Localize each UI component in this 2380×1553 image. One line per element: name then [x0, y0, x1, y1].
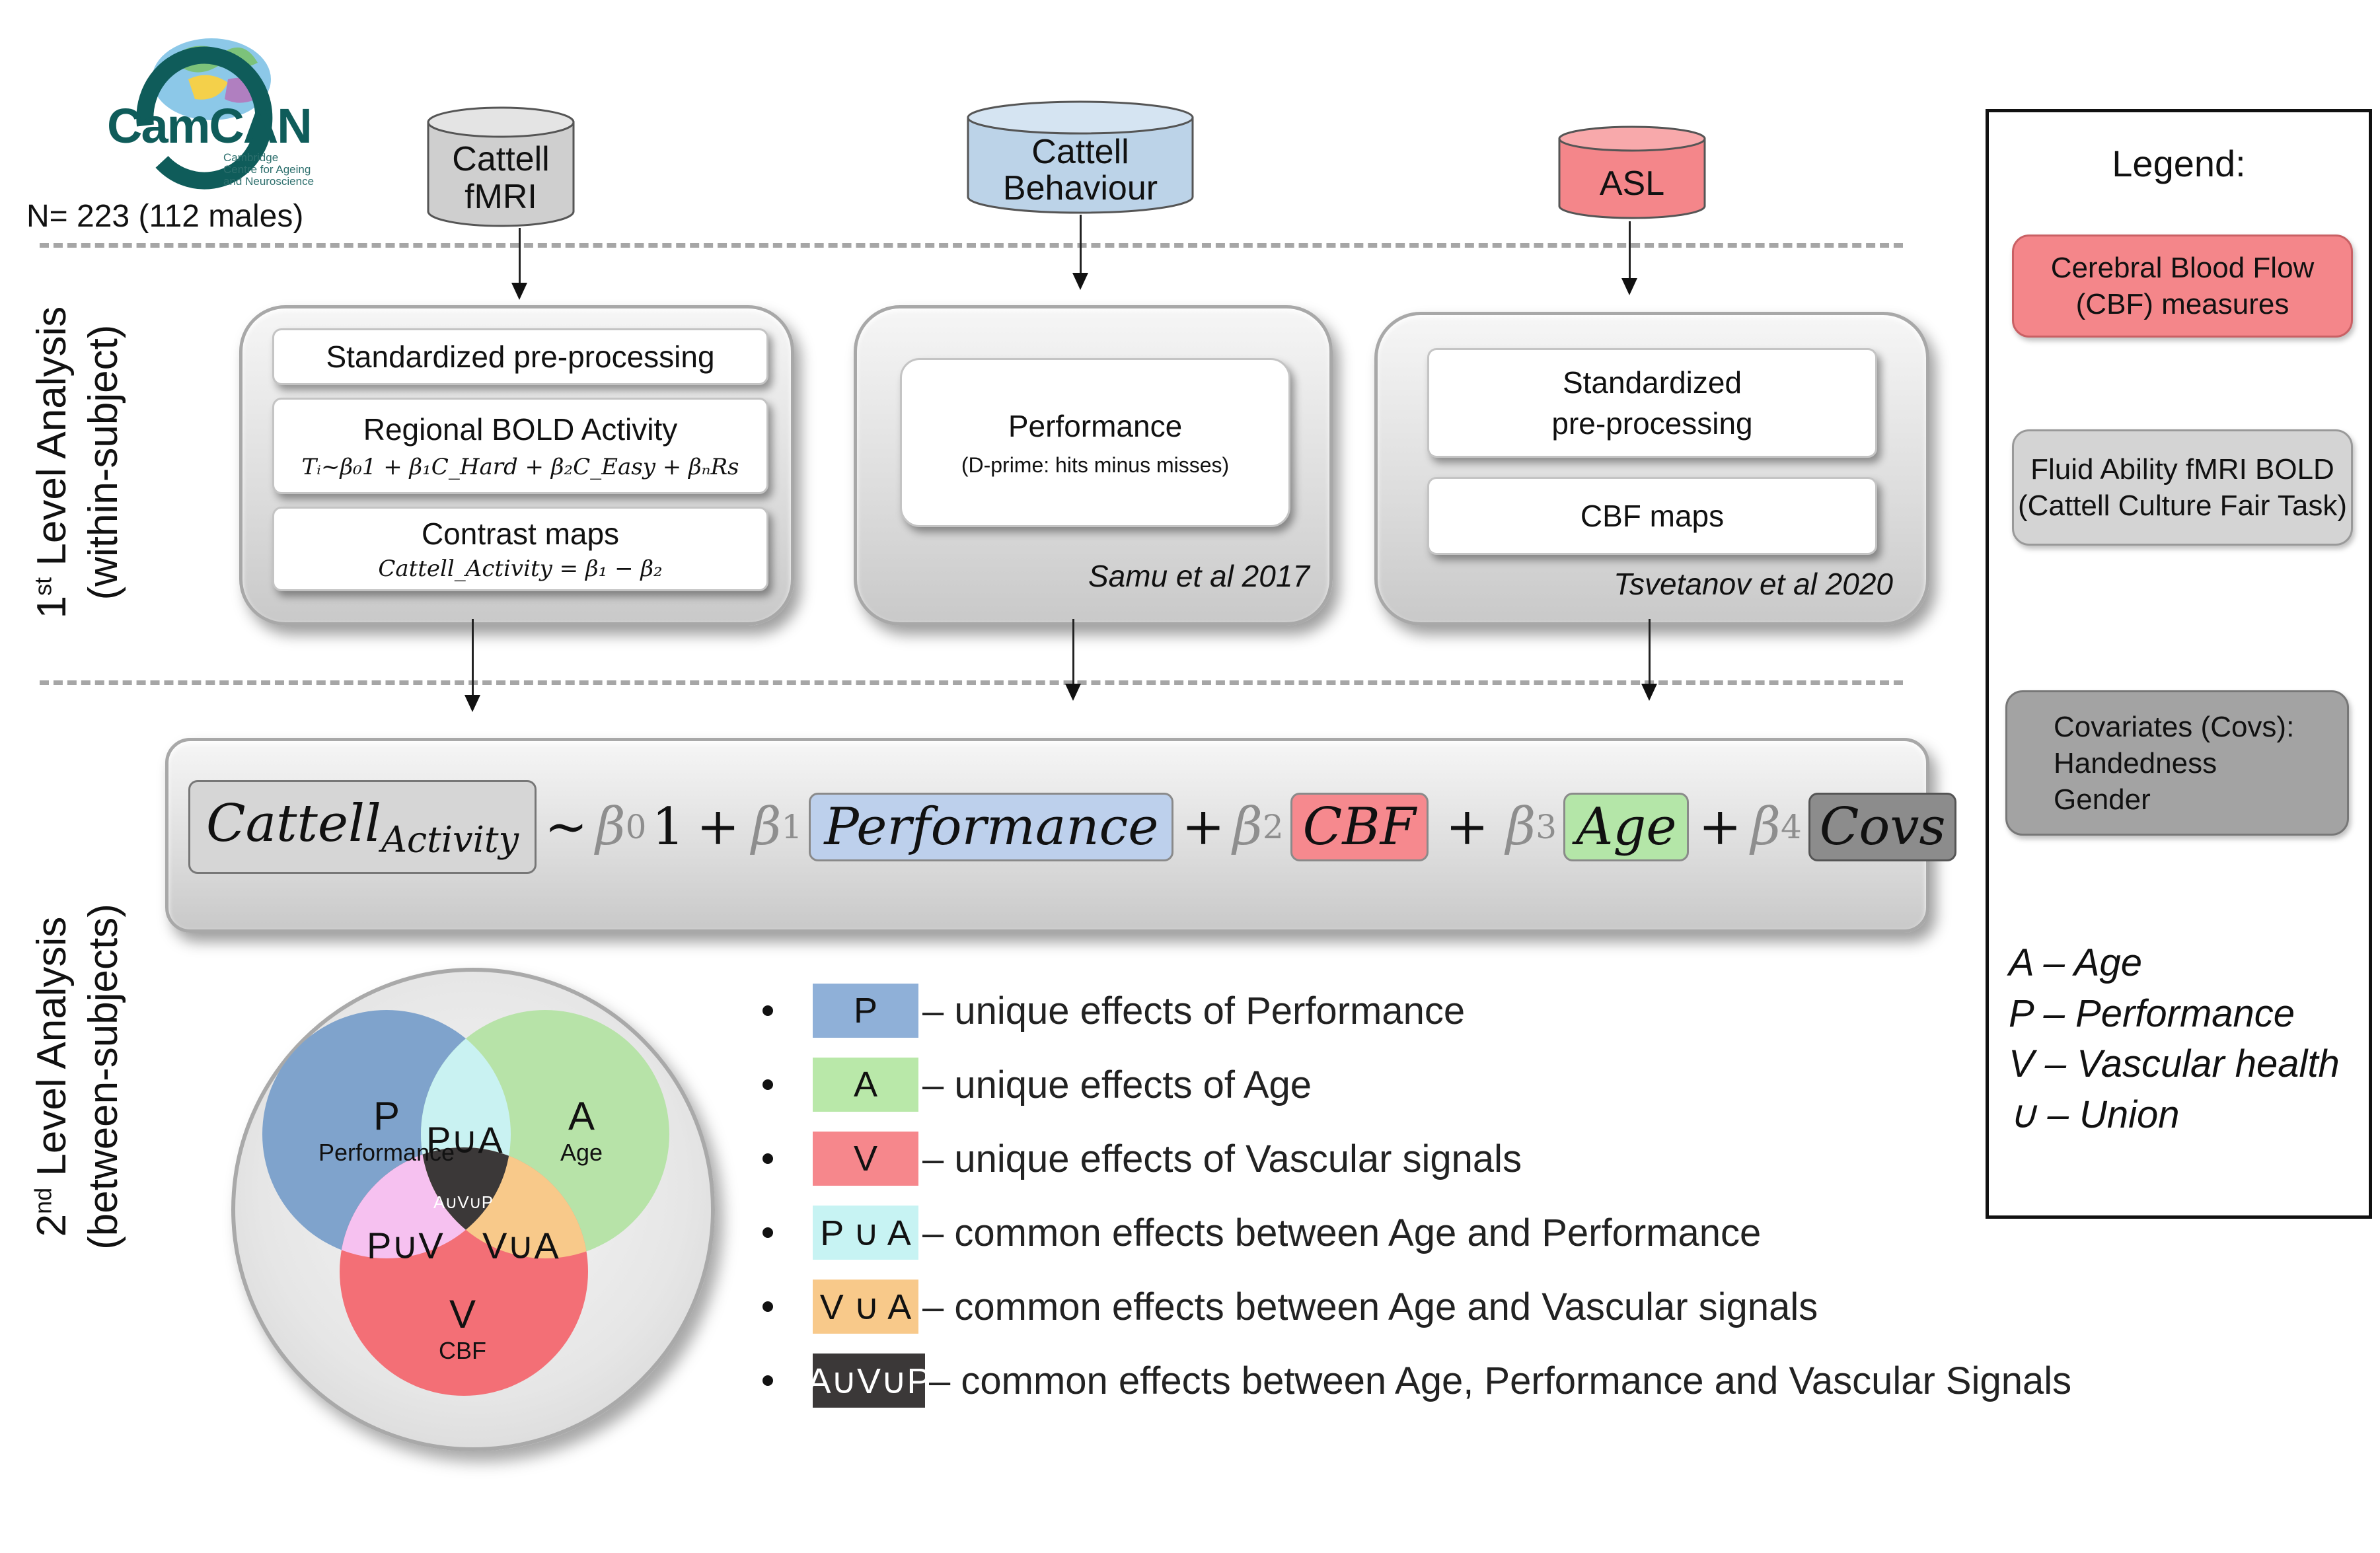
venn-label-performance: Performance — [318, 1139, 455, 1166]
cbf-term: CBF — [1290, 793, 1429, 861]
database-label-line: Behaviour — [1002, 168, 1158, 207]
bullet-icon — [762, 1153, 773, 1164]
asl-step-cbf-maps: CBF maps — [1427, 477, 1877, 555]
separator-middle — [40, 680, 1903, 685]
legend-item-cbf: Cerebral Blood Flow (CBF) measures — [2012, 235, 2353, 338]
bullet-icon — [762, 1227, 773, 1238]
legend-abbreviations: A – Age P – Performance V – Vascular hea… — [2009, 938, 2340, 1140]
bullet-unique-performance: P – unique effects of Performance — [753, 981, 1465, 1040]
asl-step-preprocessing: Standardized pre-processing — [1427, 348, 1877, 458]
performance-box: Performance (D-prime: hits minus misses) — [900, 358, 1290, 527]
fmri-step-preprocessing: Standardized pre-processing — [272, 328, 768, 385]
bold-equation: Tᵢ~β₀1 + β₁C_Hard + β₂C_Easy + βₙRs — [301, 454, 739, 480]
venn-label-apv: A∪V∪P — [433, 1192, 494, 1212]
bullet-icon — [762, 1375, 773, 1386]
bullet-swatch: P — [813, 984, 918, 1038]
arrow-line — [519, 228, 521, 284]
separator-top — [40, 243, 1903, 248]
venn-region-va — [421, 1147, 588, 1258]
venn-label-v: V — [449, 1292, 476, 1336]
database-asl: ASL — [1556, 126, 1708, 221]
behaviour-panel: Performance (D-prime: hits minus misses)… — [854, 305, 1333, 626]
bullet-icon — [762, 1301, 773, 1312]
venn-label-age: Age — [560, 1139, 603, 1166]
database-cattell-fmri: Cattell fMRI — [425, 106, 577, 228]
logo-brand: CamCAN — [107, 98, 313, 153]
venn-region-pv — [340, 1147, 511, 1258]
arrow-down-icon — [465, 695, 480, 712]
logo-subtitle-1: Cambridge — [223, 151, 279, 164]
performance-term: Performance — [809, 793, 1174, 861]
contrast-equation: Cattell_Activity = β₁ − β₂ — [378, 556, 663, 582]
bullet-common-all: A∪V∪P – common effects between Age, Perf… — [753, 1351, 2071, 1410]
bullet-icon — [762, 1079, 773, 1090]
arrow-down-icon — [1641, 684, 1657, 701]
venn-diagram: P Performance A Age V CBF P∪A P∪V V∪A A∪… — [225, 961, 727, 1463]
bullet-common-age-vascular: V ∪ A – common effects between Age and V… — [753, 1277, 1818, 1336]
level2-label: 2nd Level Analysis (between-subjects) — [29, 904, 126, 1250]
level1-label: 1st Level Analysis (within-subject) — [29, 306, 126, 619]
logo-subtitle-3: and Neuroscience — [223, 174, 315, 188]
bullet-swatch: V — [813, 1132, 918, 1186]
arrow-down-icon — [1072, 273, 1088, 290]
fmri-step-bold-activity: Regional BOLD Activity Tᵢ~β₀1 + β₁C_Hard… — [272, 398, 768, 494]
bullet-unique-age: A – unique effects of Age — [753, 1055, 1312, 1114]
bullet-icon — [762, 1005, 773, 1016]
venn-label-va: V∪A — [482, 1225, 559, 1266]
age-term: Age — [1563, 793, 1690, 861]
brain-logo-icon — [136, 38, 273, 190]
abbrev-age: A – Age — [2009, 941, 2143, 984]
camcan-logo: CamCAN Cambridge Centre for Ageing and N… — [46, 26, 324, 192]
venn-label-p: P — [373, 1094, 400, 1138]
venn-label-pv: P∪V — [367, 1225, 443, 1266]
fmri-step-contrast-maps: Contrast maps Cattell_Activity = β₁ − β₂ — [272, 507, 768, 591]
bullet-swatch: V ∪ A — [813, 1280, 918, 1334]
arrow-line — [1080, 215, 1082, 274]
arrow-down-icon — [511, 283, 527, 300]
venn-label-cbf: CBF — [439, 1337, 486, 1364]
arrow-line — [1649, 619, 1651, 684]
bullet-common-age-performance: P ∪ A – common effects between Age and P… — [753, 1203, 1761, 1262]
citation-tsvetanov: Tsvetanov et al 2020 — [1614, 567, 1893, 601]
sample-size: N= 223 (112 males) — [26, 199, 304, 234]
database-label-line: fMRI — [465, 178, 537, 216]
database-label-line: ASL — [1599, 164, 1665, 203]
legend-box: Legend: Cerebral Blood Flow (CBF) measur… — [1986, 109, 2372, 1219]
database-label-line: Cattell — [452, 139, 550, 178]
asl-panel: Standardized pre-processing CBF maps Tsv… — [1374, 312, 1929, 626]
citation-samu: Samu et al 2017 — [1088, 559, 1310, 593]
cattell-activity-term: CattellActivity — [188, 779, 537, 875]
bullet-unique-vascular: V – unique effects of Vascular signals — [753, 1129, 1522, 1188]
legend-item-fmri-bold: Fluid Ability fMRI BOLD (Cattell Culture… — [2012, 429, 2353, 546]
venn-label-pa: P∪A — [426, 1119, 503, 1161]
venn-label-a: A — [568, 1094, 595, 1138]
bullet-swatch: A — [813, 1058, 918, 1112]
logo-subtitle-2: Centre for Ageing — [223, 163, 311, 176]
legend-item-covariates: Covariates (Covs): Handedness Gender — [2005, 690, 2349, 836]
arrow-line — [1629, 221, 1631, 279]
bullet-swatch: A∪V∪P — [807, 1354, 931, 1408]
abbrev-performance: P – Performance — [2009, 992, 2295, 1035]
bullet-swatch: P ∪ A — [813, 1206, 918, 1260]
legend-title: Legend: — [2112, 143, 2246, 184]
covs-term: Covs — [1808, 793, 1957, 861]
database-cattell-behaviour: Cattell Behaviour — [965, 99, 1196, 215]
database-label-line: Cattell — [1031, 132, 1129, 171]
venn-circles — [262, 1010, 669, 1396]
abbrev-vascular: V – Vascular health — [2009, 1042, 2340, 1086]
arrow-down-icon — [1065, 684, 1081, 701]
arrow-line — [472, 619, 474, 695]
abbrev-union: ∪ – Union — [2009, 1093, 2180, 1136]
arrow-down-icon — [1621, 278, 1637, 295]
arrow-line — [1072, 619, 1074, 684]
fmri-processing-panel: Standardized pre-processing Regional BOL… — [239, 305, 794, 626]
